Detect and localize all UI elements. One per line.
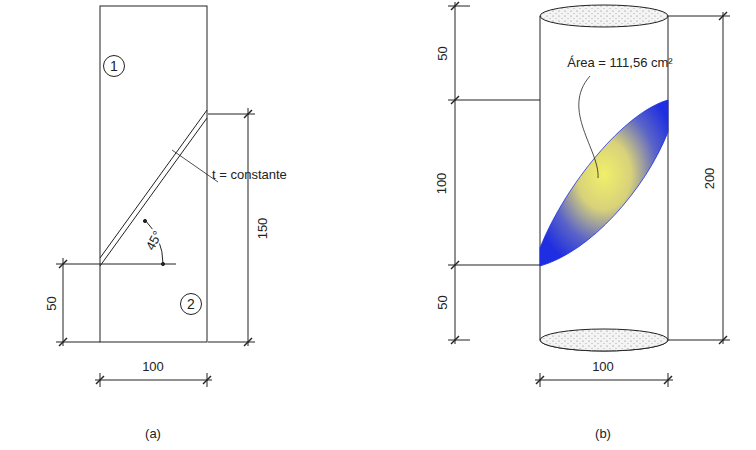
dimension: 100 xyxy=(435,171,448,195)
subfigure-label: (b) xyxy=(595,427,611,440)
dimension: 50 xyxy=(45,295,58,311)
area-callout: Área = 111,56 cm² xyxy=(567,56,672,69)
dimension: 50 xyxy=(436,294,449,310)
dimension: 50 xyxy=(436,45,449,61)
subfigure-label: (a) xyxy=(145,427,161,440)
part-number: 2 xyxy=(187,297,195,311)
part-number-circle: 1 xyxy=(103,55,125,77)
dimension: 200 xyxy=(703,166,716,190)
part-number: 1 xyxy=(110,59,118,73)
part-number-circle: 2 xyxy=(180,293,202,315)
dimension: 100 xyxy=(142,360,164,373)
callout-text: t = constante xyxy=(212,168,287,181)
dimension: 150 xyxy=(256,216,269,240)
dimension: 100 xyxy=(592,360,614,373)
